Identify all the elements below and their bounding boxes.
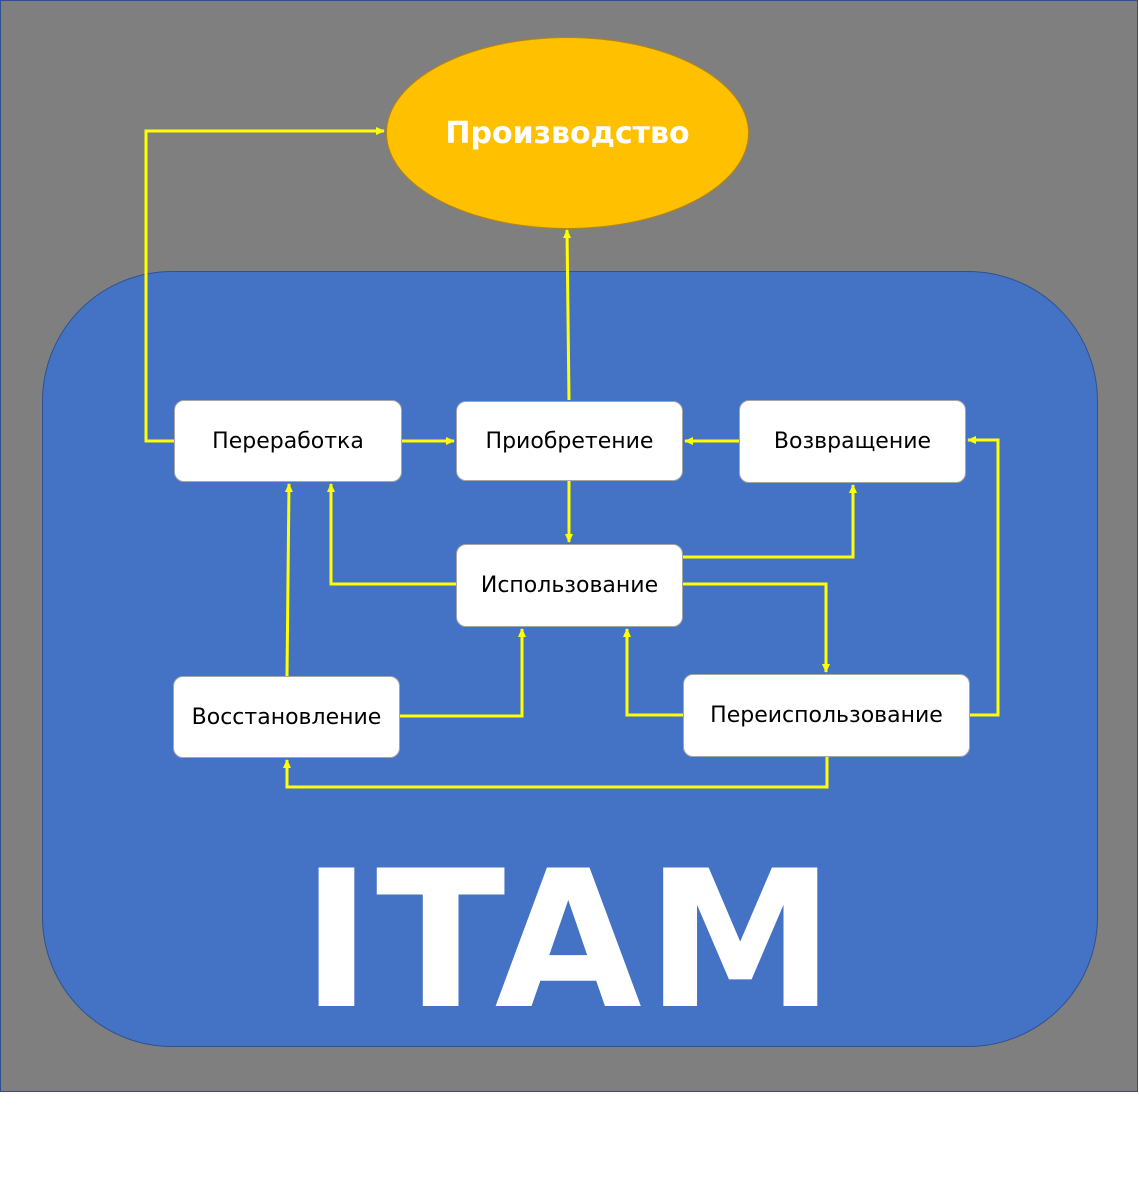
node-reuse: Переиспользование [683, 674, 970, 757]
arrow-restoration-to-usage [400, 628, 526, 718]
arrow-reuse-to-return [967, 436, 1000, 717]
arrow-reuse-to-usage [623, 628, 683, 717]
node-acquisition: Приобретение [456, 401, 683, 481]
arrow-recycling-to-production [144, 127, 385, 443]
arrow-reuse-to-restoration [283, 757, 829, 789]
node-usage: Использование [456, 544, 683, 627]
production-label: Производство [445, 115, 690, 151]
arrow-usage-to-recycling [327, 483, 456, 586]
node-recycling: Переработка [174, 400, 402, 482]
node-recycling-label: Переработка [212, 428, 364, 454]
node-return: Возвращение [739, 400, 966, 483]
arrow-restoration-to-recycling [284, 483, 293, 677]
node-usage-label: Использование [480, 573, 659, 598]
arrow-usage-to-reuse [683, 582, 830, 673]
itam-title: ITAM [301, 829, 839, 1051]
node-reuse-label: Переиспользование [710, 703, 943, 728]
node-restoration: Восстановление [173, 676, 400, 758]
node-restoration-label: Восстановление [191, 704, 382, 730]
production-ellipse: Производство [386, 37, 749, 229]
arrow-acquisition-to-production [563, 229, 572, 401]
node-acquisition-label: Приобретение [485, 428, 654, 454]
arrow-usage-to-return [683, 484, 857, 559]
node-return-label: Возвращение [773, 429, 932, 454]
